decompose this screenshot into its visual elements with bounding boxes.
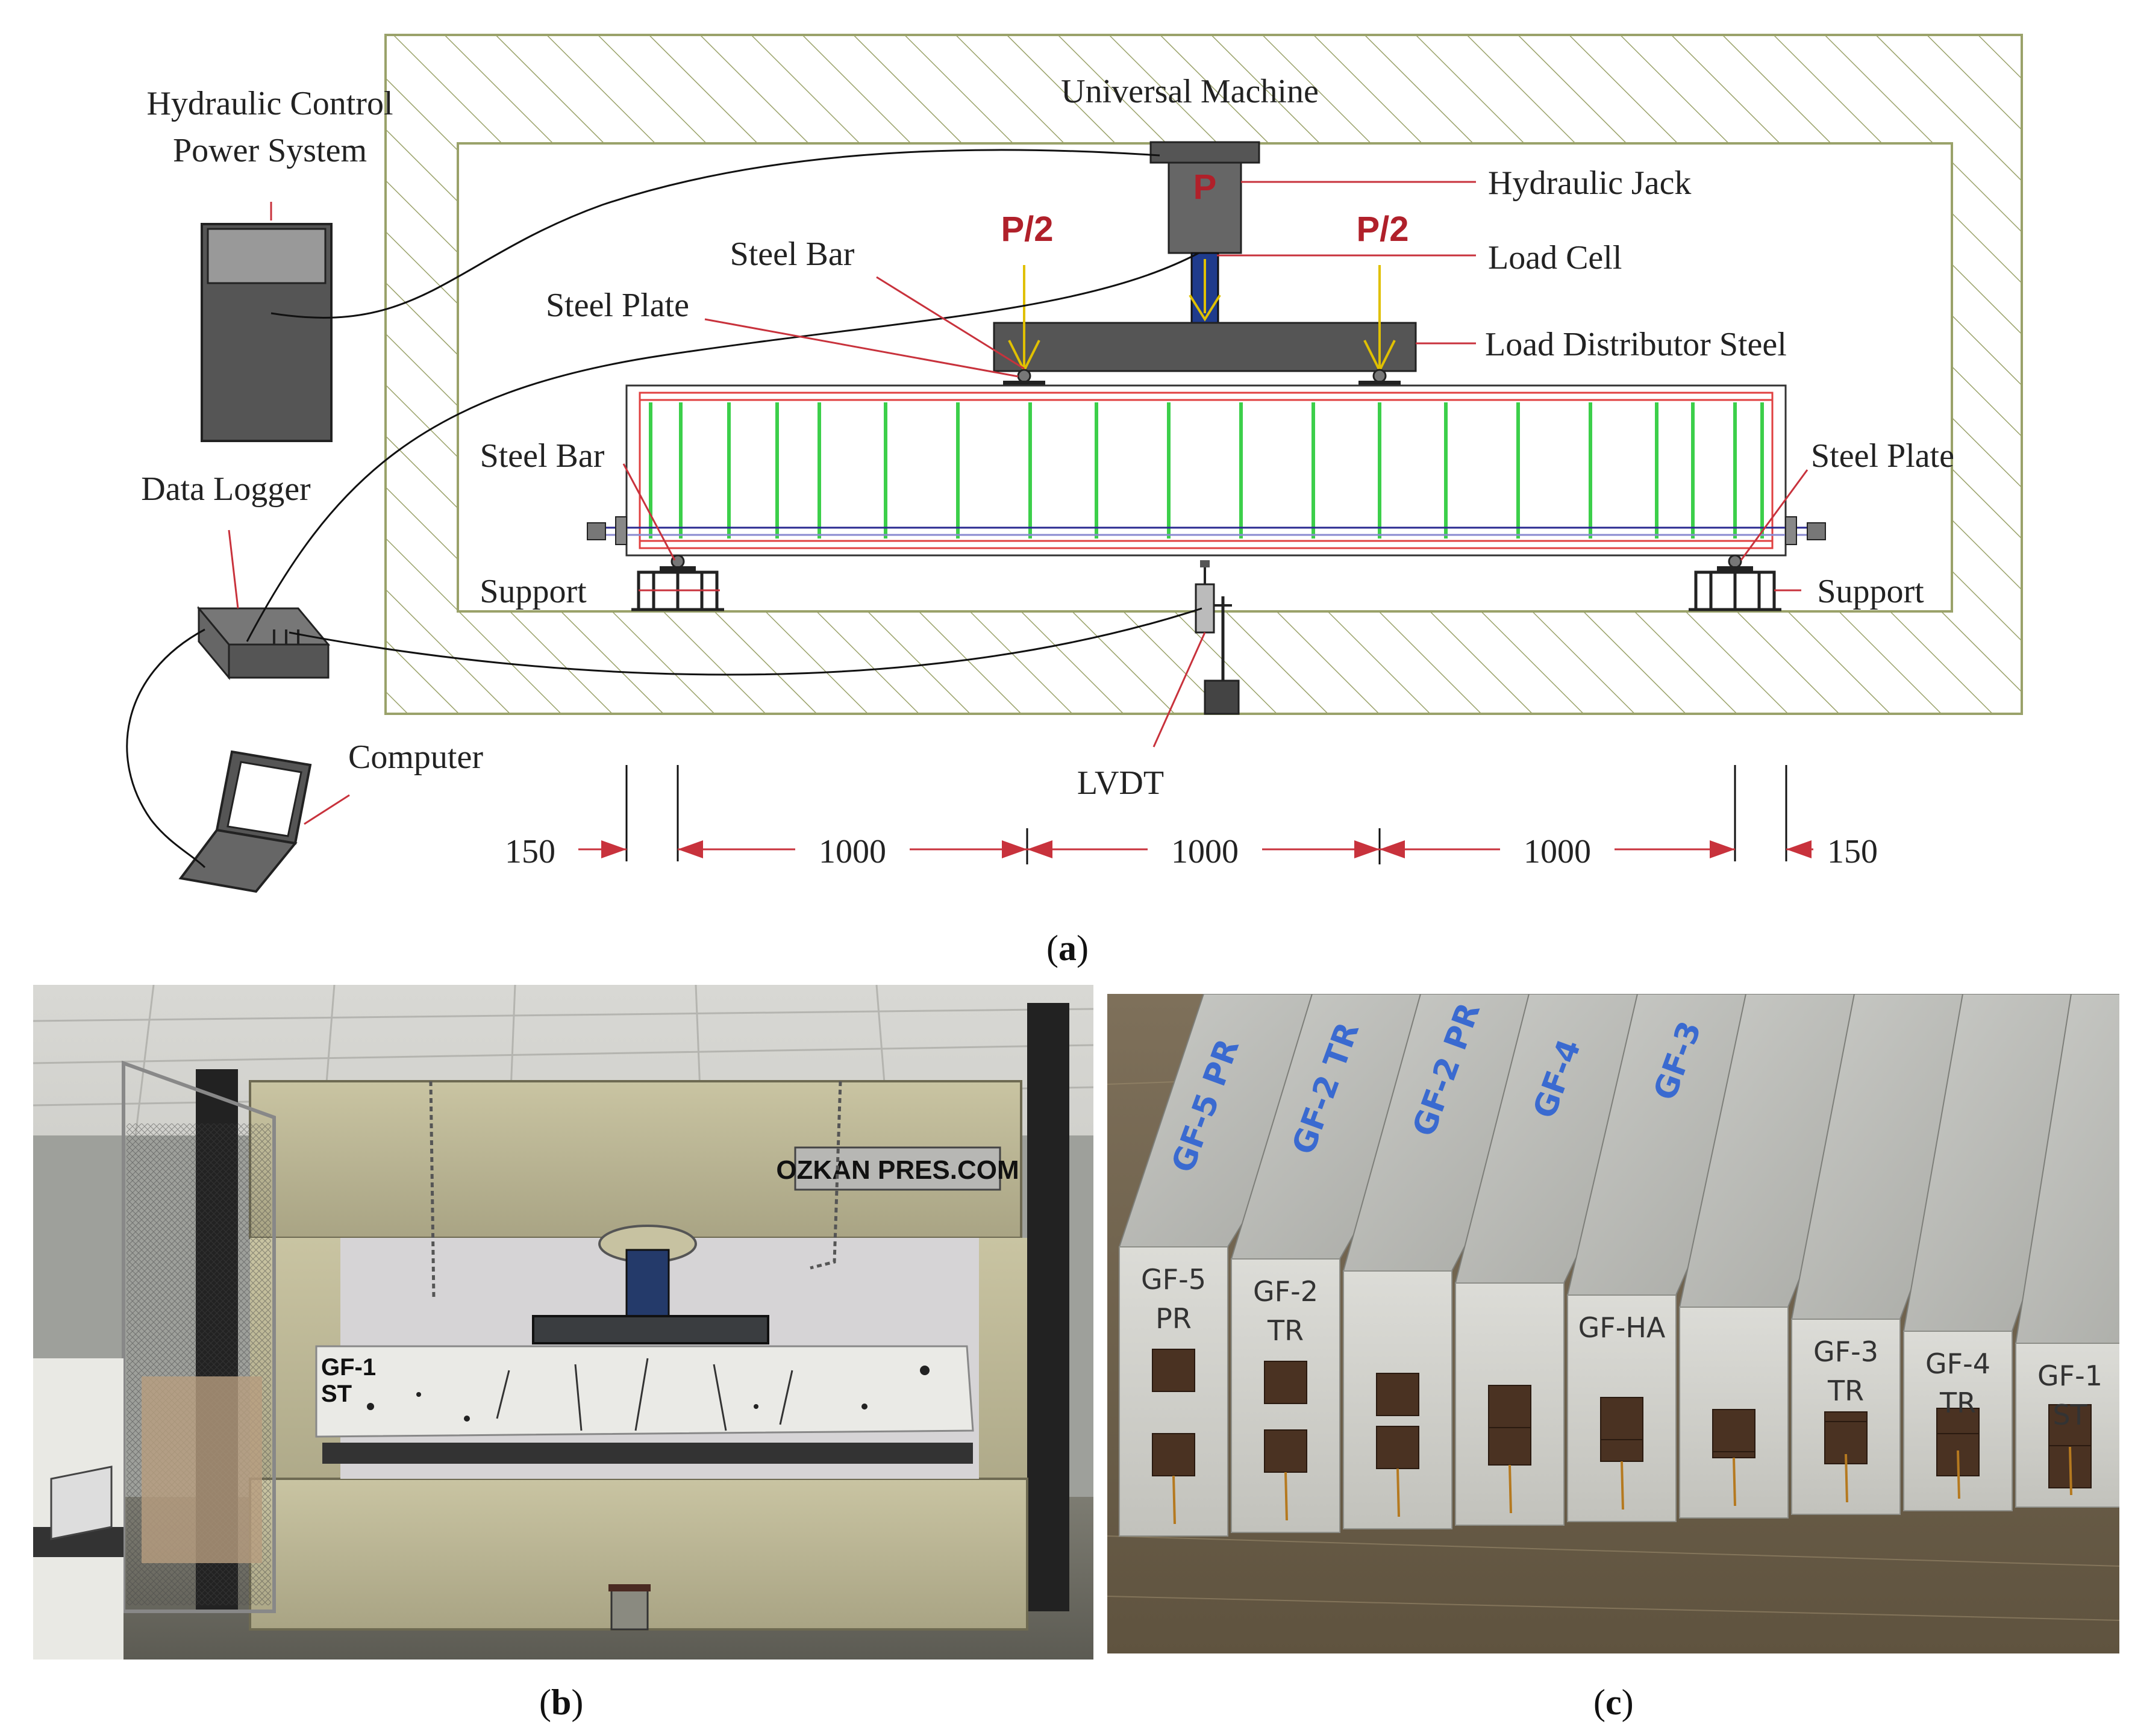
beam-label-2: TR — [1827, 1375, 1864, 1407]
cables — [126, 149, 1202, 869]
photo-b-sign-text: OZKAN PRES.COM — [776, 1155, 1019, 1185]
caption-c: (c) — [1593, 1682, 1634, 1722]
photo-b-specimen-label-1: GF-1 — [321, 1354, 376, 1381]
p-half-left-label: P/2 — [1001, 210, 1053, 249]
dim-1000-1: 1000 — [819, 833, 886, 870]
concrete-beam: GF-1ST — [2015, 994, 2119, 1508]
computer-laptop — [178, 750, 312, 893]
hydraulic-control-unit — [201, 223, 333, 442]
label-load-cell: Load Cell — [1488, 239, 1622, 276]
p-half-right-label: P/2 — [1356, 210, 1408, 249]
label-hydraulic-control: Hydraulic Control — [146, 85, 393, 122]
beam-label-2: TR — [1939, 1387, 1976, 1419]
label-support-left: Support — [480, 573, 587, 610]
photo-b-specimen-label-2: ST — [321, 1381, 352, 1407]
caption-b: (b) — [539, 1682, 584, 1722]
beam-label-1: GF-3 — [1813, 1335, 1878, 1368]
beam-label-2: TR — [1267, 1314, 1304, 1347]
beam-label-1: GF-2 — [1253, 1275, 1318, 1308]
dim-1000-3: 1000 — [1524, 833, 1591, 870]
beam-label-1: GF-5 — [1141, 1263, 1206, 1296]
label-computer: Computer — [348, 738, 483, 776]
load-p-label: P — [1193, 167, 1217, 207]
beam-label-2: ST — [2052, 1399, 2087, 1431]
load-arrow-p — [1189, 259, 1221, 322]
label-lvdt: LVDT — [1077, 764, 1164, 802]
data-logger-unit — [196, 605, 331, 681]
label-support-right: Support — [1817, 573, 1924, 610]
label-universal-machine: Universal Machine — [1061, 73, 1319, 110]
load-distributor-beam — [993, 322, 1417, 372]
beam-label-1: GF-4 — [1925, 1347, 1990, 1380]
label-steel-plate-right: Steel Plate — [1811, 437, 1954, 475]
label-steel-bar-top: Steel Bar — [730, 236, 855, 273]
photo-b-test-machine: OZKAN PRES.COM GF-1 ST — [33, 985, 1093, 1660]
label-steel-bar-left: Steel Bar — [480, 437, 605, 475]
label-steel-plate-top: Steel Plate — [546, 287, 689, 324]
leader-lines — [228, 181, 1809, 825]
dim-1000-2: 1000 — [1171, 833, 1239, 870]
beam-label-1: GF-1 — [2037, 1360, 2102, 1392]
label-power-system: Power System — [173, 132, 367, 169]
dim-150-right: 150 — [1827, 833, 1878, 870]
beam-specimen — [587, 384, 1826, 557]
label-data-logger: Data Logger — [141, 470, 311, 508]
top-bearing-bars — [1003, 369, 1401, 386]
beam-label-1: GF-HA — [1578, 1311, 1666, 1344]
beam-label-2: PR — [1155, 1302, 1192, 1335]
label-load-distributor: Load Distributor Steel — [1485, 326, 1787, 363]
caption-a: (a) — [1046, 928, 1089, 968]
test-setup-schematic: P P/2 P/2 — [126, 34, 2023, 893]
label-hydraulic-jack: Hydraulic Jack — [1488, 164, 1691, 202]
dim-150-left: 150 — [505, 833, 555, 870]
